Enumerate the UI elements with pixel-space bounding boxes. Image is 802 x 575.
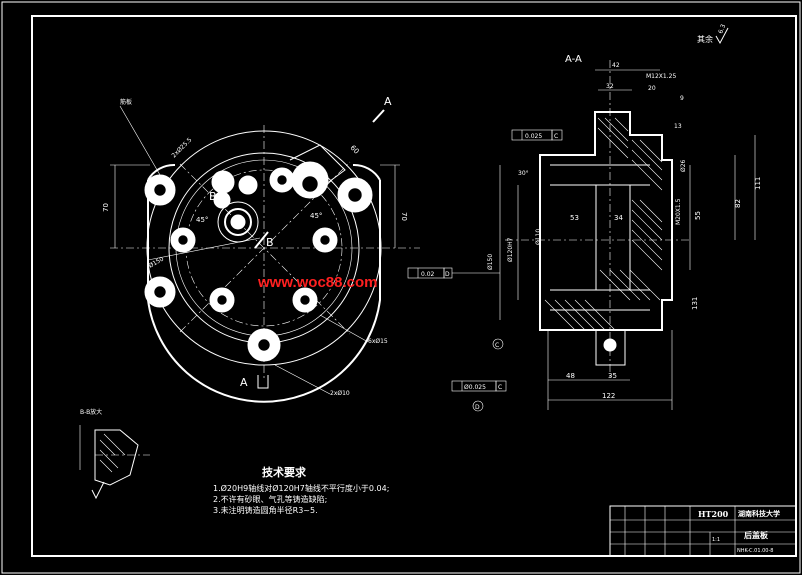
dim-110: Ø110	[535, 229, 542, 245]
dim-35: 35	[608, 372, 617, 380]
section-label-a-a: A-A	[565, 54, 582, 65]
part-name: 后盖板	[744, 530, 769, 540]
dim-70-left: 70	[102, 203, 110, 212]
title-block: HT200 湖南科技大学 后盖板 NHK-C.01.00-8 1:1	[609, 505, 797, 557]
tol-ref-c2: C	[498, 384, 502, 391]
dim-2x10: 2xØ10	[330, 390, 350, 397]
rib-label: 筋板	[120, 98, 132, 106]
dim-45-left: 45°	[196, 216, 208, 224]
dim-48: 48	[566, 372, 575, 380]
tech-requirements: 技术要求 1.Ø20H9轴线对Ø120H7轴线不平行度小于0.04; 2.不许有…	[213, 465, 389, 515]
tol-ref-c: C	[554, 133, 558, 140]
dim-26: Ø26	[680, 159, 687, 172]
tech-req-item-1: 1.Ø20H9轴线对Ø120H7轴线不平行度小于0.04;	[213, 483, 389, 493]
dim-13: 13	[674, 123, 682, 130]
tech-req-title: 技术要求	[262, 465, 307, 479]
dim-55: 55	[694, 211, 702, 220]
dim-32: 32	[606, 83, 614, 90]
dim-53: 53	[570, 214, 579, 222]
detail-b-b: B-B放大	[79, 408, 150, 500]
scale-label: 1:1	[712, 537, 720, 543]
tol-002: 0.02	[421, 271, 435, 278]
dim-150-front: Ø150	[148, 255, 166, 269]
dim-70-right: 70	[400, 212, 408, 221]
tech-req-item-2: 2.不许有砂眼、气孔等铸造缺陷;	[213, 494, 327, 504]
dim-131: 131	[691, 297, 699, 310]
dim-42: 42	[612, 62, 620, 69]
dim-122: 122	[602, 392, 615, 400]
front-view: 70 70 45° 45° 60 2xØ25.5 Ø150 6xØ15 2xØ1…	[102, 95, 420, 403]
dim-60: 60	[349, 144, 361, 156]
tol-0025b: Ø0.025	[464, 384, 486, 391]
section-view-a-a: A-A 42 32 M12X1.25 20 9 13 0.025	[407, 54, 762, 412]
hatching	[544, 117, 663, 331]
datum-d: D	[475, 404, 480, 411]
drawing-number: NHK-C.01.00-8	[737, 548, 773, 554]
watermark: www.woc88.com	[257, 274, 377, 291]
section-mark-a-bottom: A	[240, 376, 248, 389]
dim-6x15: 6xØ15	[368, 338, 388, 345]
section-mark-a-top: A	[384, 95, 392, 108]
dim-m12: M12X1.25	[646, 73, 676, 80]
dim-111: 111	[754, 177, 762, 190]
datum-c: C	[495, 342, 499, 349]
dim-30deg: 30°	[518, 170, 529, 177]
tol-ref-d: D	[445, 271, 450, 278]
tol-0025: 0.025	[525, 133, 542, 140]
dim-9: 9	[680, 95, 684, 102]
tech-req-item-3: 3.未注明铸造圆角半径R3~5.	[213, 505, 318, 515]
dim-34: 34	[614, 214, 623, 222]
section-mark-b-bottom: B	[266, 236, 274, 249]
roughness-symbol-icon	[715, 27, 729, 45]
roughness-detail-icon	[91, 481, 105, 500]
dim-2x50: 2xØ25.5	[170, 136, 193, 159]
school-name: 湖南科技大学	[738, 509, 780, 518]
inner-frame	[31, 15, 797, 557]
material-label: HT200	[698, 509, 729, 519]
dim-82: 82	[734, 199, 742, 208]
dim-150-section: Ø150	[487, 254, 494, 270]
roughness-value: 6.3	[717, 23, 727, 35]
dim-m20: M20X1.5	[675, 198, 682, 225]
roughness-note: 其余	[697, 34, 713, 44]
dim-120h7: Ø120H7	[507, 237, 514, 262]
dim-45-right: 45°	[310, 212, 322, 220]
dim-20: 20	[648, 85, 656, 92]
detail-label: B-B放大	[80, 408, 102, 416]
section-mark-b-top: B	[209, 190, 217, 203]
